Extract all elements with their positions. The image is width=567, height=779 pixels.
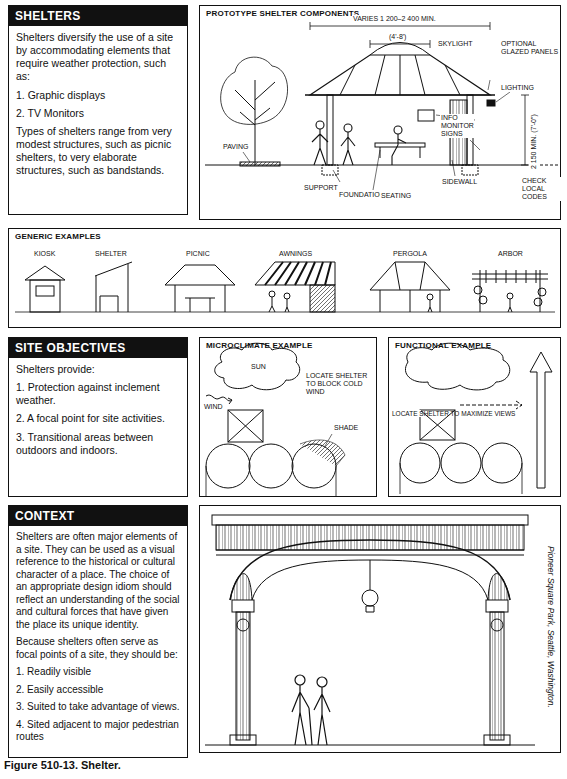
part-label: SKYLIGHT xyxy=(437,40,474,48)
body-text: 3. Transitional areas between outdoors a… xyxy=(16,431,180,457)
body-text: Shelters are often major elements of a s… xyxy=(16,531,180,631)
drawing-panel: GENERIC EXAMPLES xyxy=(8,228,561,328)
panel-title: GENERIC EXAMPLES xyxy=(15,232,101,241)
body-text: 4. Sited adjacent to major pedestrian ro… xyxy=(16,719,180,744)
body-text: Because shelters often serve as focal po… xyxy=(16,636,180,661)
panel-heading: SITE OBJECTIVES xyxy=(9,338,187,358)
part-label: SHADE xyxy=(333,424,359,432)
part-label: 2 150 MIN. (7'-0") xyxy=(530,113,538,170)
body-text: Types of shelters range from very modest… xyxy=(16,125,180,178)
panel-body: Shelters provide: 1. Protection against i… xyxy=(9,358,187,465)
part-label: SIDEWALL xyxy=(441,178,478,186)
microclimate-drawing xyxy=(206,343,345,496)
generic-drawings xyxy=(15,262,555,312)
text-panel: SHELTERS Shelters diversify the use of a … xyxy=(8,5,188,215)
part-label: ARBOR xyxy=(497,250,524,258)
part-label: OPTIONAL GLAZED PANELS xyxy=(500,40,560,56)
part-label: SHELTER xyxy=(94,250,128,258)
body-text: 1. Protection against inclement weather. xyxy=(16,381,180,407)
part-label: (4'-8') xyxy=(388,33,407,41)
part-label: KIOSK xyxy=(33,250,56,258)
drawing-panel: MICROCLIMATE EXAMPLE xyxy=(199,337,377,497)
panel-title: FUNCTIONAL EXAMPLE xyxy=(395,341,491,350)
part-label: WIND xyxy=(203,403,224,411)
body-text: 3. Suited to take advantage of views. xyxy=(16,701,180,714)
figure-caption: Figure 510-13. Shelter. xyxy=(4,759,121,771)
photo-credit: Pioneer Square Park, Seattle, Washington… xyxy=(546,546,556,708)
body-text: Shelters diversify the use of a site by … xyxy=(16,31,180,84)
text-panel: CONTEXT Shelters are often major elements… xyxy=(8,505,188,758)
part-label: LIGHTING xyxy=(500,84,535,92)
part-label: FOUNDATION xyxy=(338,191,386,199)
body-text: 1. Readily visible xyxy=(16,666,180,679)
panel-title: MICROCLIMATE EXAMPLE xyxy=(206,341,313,350)
part-label: SUN xyxy=(250,363,267,371)
body-text: 2. A focal point for site activities. xyxy=(16,412,180,425)
panel-heading: CONTEXT xyxy=(9,506,187,526)
drawing-panel: PROTOTYPE SHELTER COMPONENTS xyxy=(199,5,561,220)
panel-heading: SHELTERS xyxy=(9,6,187,26)
arch-drawing xyxy=(205,515,535,745)
part-label: PAVING xyxy=(222,143,249,151)
panel-title: PROTOTYPE SHELTER COMPONENTS xyxy=(206,9,359,18)
part-label: SUPPORT xyxy=(303,184,339,192)
part-label: VARIES 1 200–2 400 MIN. xyxy=(352,15,437,23)
body-text: Shelters provide: xyxy=(16,363,180,376)
part-label: CHECK LOCAL CODES xyxy=(521,177,561,201)
part-label: INFO MONITOR SIGNS xyxy=(440,114,474,138)
part-label: LOCATE SHELTER TO MAXIMIZE VIEWS xyxy=(391,410,421,417)
part-label: PICNIC xyxy=(185,250,211,258)
body-text: 2. Easily accessible xyxy=(16,684,180,697)
part-label: PERGOLA xyxy=(392,250,428,258)
text-panel: SITE OBJECTIVES Shelters provide: 1. Prote… xyxy=(8,337,188,497)
panel-body: Shelters are often major elements of a s… xyxy=(9,526,187,752)
part-label: AWNINGS xyxy=(278,250,313,258)
part-label: SEATING xyxy=(380,192,412,200)
part-label: LOCATE SHELTER TO BLOCK COLD WIND xyxy=(305,372,375,396)
body-text: 2. TV Monitors xyxy=(16,107,180,120)
body-text: 1. Graphic displays xyxy=(16,89,180,102)
functional-drawing xyxy=(400,343,552,494)
drawing-panel: Pioneer Square Park, Seattle, Washington… xyxy=(199,505,561,753)
panel-body: Shelters diversify the use of a site by … xyxy=(9,26,187,185)
